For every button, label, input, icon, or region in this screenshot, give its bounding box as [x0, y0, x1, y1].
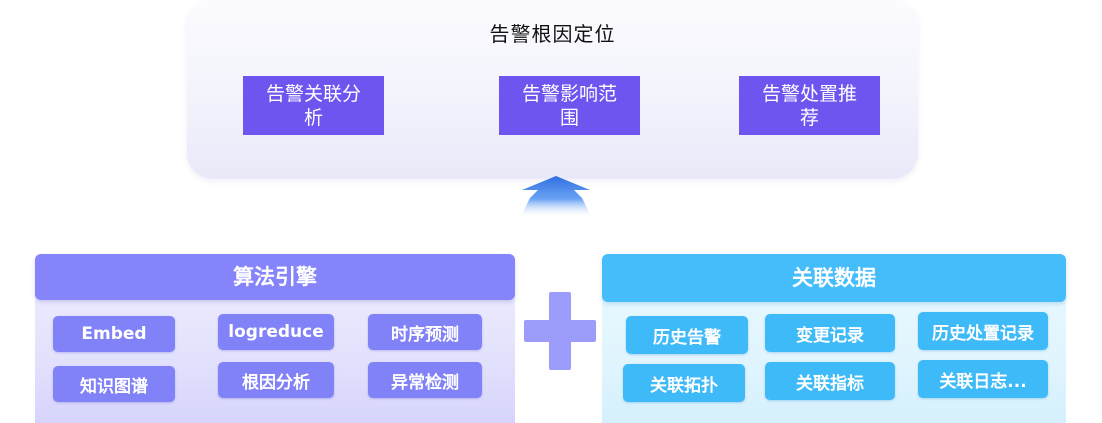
function-box-correlation: 告警关联分析	[243, 76, 384, 135]
data-chip-related-metrics: 关联指标	[765, 362, 895, 400]
data-chip-history-handling-records: 历史处置记录	[918, 312, 1048, 350]
function-box-impact-scope: 告警影响范围	[499, 76, 640, 135]
root-cause-panel: 告警根因定位 告警关联分析 告警影响范围 告警处置推荐	[187, 0, 918, 179]
up-arrow-icon	[520, 176, 592, 218]
related-data-header: 关联数据	[602, 254, 1066, 302]
algo-chip-knowledge-graph: 知识图谱	[53, 366, 175, 402]
data-chip-related-logs: 关联日志...	[918, 360, 1048, 398]
algo-chip-logreduce: logreduce	[218, 314, 334, 350]
algo-chip-timeseries-forecast: 时序预测	[368, 314, 482, 350]
data-chip-change-records: 变更记录	[765, 314, 895, 352]
function-box-handling-recommendation: 告警处置推荐	[739, 76, 880, 135]
data-chip-history-alerts: 历史告警	[626, 316, 748, 354]
algo-chip-anomaly-detection: 异常检测	[368, 362, 482, 398]
algo-chip-root-cause-analysis: 根因分析	[218, 362, 334, 398]
algorithm-engine-header: 算法引擎	[35, 254, 515, 300]
data-chip-related-topology: 关联拓扑	[623, 364, 745, 402]
related-data-panel: 关联数据 历史告警 变更记录 历史处置记录 关联拓扑 关联指标 关联日志...	[602, 254, 1066, 423]
algo-chip-embed: Embed	[53, 316, 175, 352]
plus-icon-bar	[524, 320, 596, 342]
root-cause-title: 告警根因定位	[489, 22, 616, 46]
algorithm-engine-panel: 算法引擎 Embed logreduce 时序预测 知识图谱 根因分析 异常检测	[35, 254, 515, 423]
